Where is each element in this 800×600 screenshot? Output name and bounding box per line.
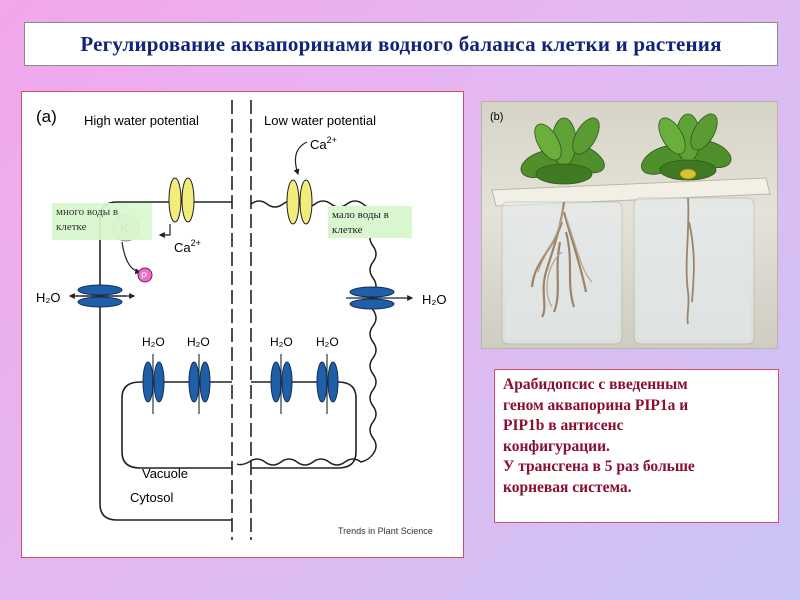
svg-text:H₂O: H₂O: [142, 335, 165, 349]
calcium-channel-right: [286, 179, 313, 225]
left-header: High water potential: [84, 113, 199, 128]
ca-entry-arrow: [293, 141, 308, 176]
lid: [491, 177, 771, 207]
description-line-1: Арабидопсис с введенным: [503, 376, 688, 393]
description-line-4: конфигурации.: [503, 437, 610, 455]
vacuole-label: Vacuole: [142, 466, 188, 481]
svg-text:H₂O: H₂O: [187, 335, 210, 349]
plant-photo-illustration: (b): [490, 111, 771, 345]
note-left-line-1: много воды в: [56, 206, 119, 218]
right-plant: [641, 113, 732, 181]
description-line-6: корневая система.: [503, 478, 632, 496]
note-left-line-2: клетке: [56, 221, 87, 233]
left-vacuole: [121, 381, 232, 469]
aquaporin-diagram: (a) High water potential Low water poten…: [36, 100, 447, 540]
left-plant: [520, 117, 605, 185]
description-line-3: PIP1b в антисенс: [503, 417, 624, 434]
plant-photo: (b): [481, 101, 778, 349]
ca-release-arrow: [158, 224, 171, 238]
aquaporin-pm-right: [346, 286, 414, 310]
svg-text:H₂O: H₂O: [316, 335, 339, 349]
diagram-panel: (a) High water potential Low water poten…: [21, 91, 464, 558]
phosphate-circle: [137, 267, 153, 283]
right-jar: [633, 197, 755, 345]
h2o-left-label: H₂O: [36, 290, 61, 305]
phosphate-label: P: [141, 271, 147, 281]
credit-label: Trends in Plant Science: [338, 526, 433, 536]
note-right-line-1: мало воды в: [332, 209, 389, 221]
aquaporin-vac-2: H₂O: [187, 335, 211, 414]
aquaporin-vac-1: H₂O: [142, 335, 165, 414]
aquaporin-vac-3: H₂O: [270, 335, 293, 414]
ca-label-top: Ca2+: [310, 135, 337, 152]
h2o-right-label: H₂O: [422, 292, 447, 307]
right-header: Low water potential: [264, 113, 376, 128]
note-right: мало воды в клетке: [328, 206, 412, 238]
note-right-line-2: клетке: [332, 224, 363, 236]
left-cell-wall: [99, 201, 232, 521]
ca-label-bottom: Ca2+: [174, 238, 201, 255]
calcium-channel-left: [168, 177, 195, 223]
page-title: Регулирование аквапоринами водного балан…: [80, 31, 722, 56]
right-cell-wall: [236, 200, 377, 466]
description-line-2: геном аквапорина PIP1a и: [503, 396, 689, 414]
panel-a-label: (a): [36, 107, 57, 126]
cytosol-label: Cytosol: [130, 490, 173, 505]
note-left: много воды в клетке: [52, 203, 152, 240]
right-vacuole: [251, 381, 357, 469]
svg-text:H₂O: H₂O: [270, 335, 293, 349]
title-box: Регулирование аквапоринами водного балан…: [24, 22, 778, 66]
aquaporin-pm-left: [68, 284, 136, 308]
left-jar: [501, 201, 623, 345]
aquaporin-vac-4: H₂O: [316, 335, 339, 414]
panel-b-label: (b): [490, 111, 503, 123]
kinase-arrow: [121, 241, 142, 275]
description-line-5: У трансгена в 5 раз больше: [503, 458, 695, 475]
description-box: Арабидопсис с введенным геном аквапорина…: [494, 369, 779, 523]
